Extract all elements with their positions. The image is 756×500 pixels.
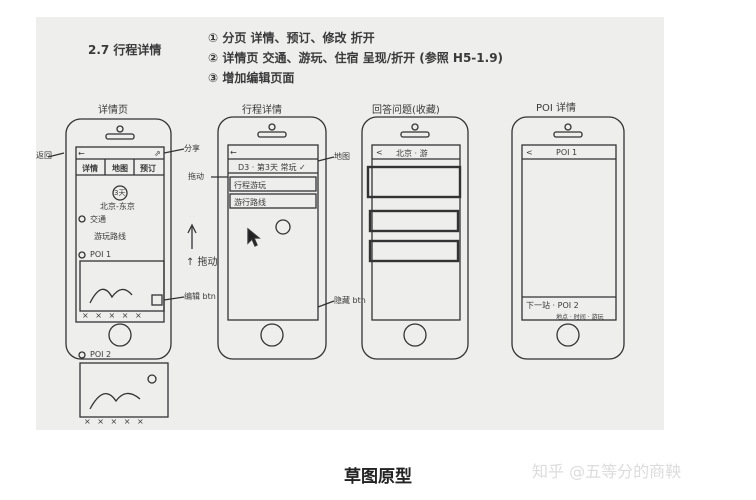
qa-header: 北京 · 游 bbox=[396, 149, 428, 158]
callout-share: 分享 bbox=[184, 144, 200, 153]
callout-edit: 编辑 btn bbox=[184, 292, 216, 301]
detail-bottom-marks: × × × × × bbox=[82, 311, 144, 320]
day-badge: 3天 bbox=[114, 189, 126, 197]
share-icon: ⇗ bbox=[154, 149, 161, 158]
item-route: 游玩路线 bbox=[94, 232, 126, 241]
poi1-label: POI 1 bbox=[90, 250, 112, 259]
tab-map: 地图 bbox=[112, 164, 128, 173]
trip-back-icon: ← bbox=[230, 148, 237, 157]
screen-title-poi: POI 详情 bbox=[536, 103, 577, 114]
screen-title-detail: 详情页 bbox=[98, 105, 128, 116]
screen-title-qa: 回答问题(收藏) bbox=[372, 105, 440, 116]
phone-qa-favorites bbox=[361, 116, 469, 360]
tab-detail: 详情 bbox=[82, 164, 98, 173]
watermark: 知乎 @五等分的商鞅 bbox=[532, 462, 682, 481]
phone-detail bbox=[47, 118, 185, 360]
sketch-paper: 2.7 行程详情 ① 分页 详情、预订、修改 折开 ② 详情页 交通、游玩、住宿… bbox=[36, 17, 664, 430]
phone-poi-detail bbox=[511, 116, 625, 360]
trip-header: D3 · 第3天 常玩 ✓ bbox=[238, 163, 306, 172]
section-title: 2.7 行程详情 bbox=[88, 43, 162, 57]
qa-back-icon: < bbox=[376, 148, 383, 157]
tab-booking: 预订 bbox=[140, 164, 156, 173]
poi2-label: POI 2 bbox=[90, 350, 112, 359]
poi-footer: 下一站 · POI 2 bbox=[526, 301, 579, 310]
screen-title-trip: 行程详情 bbox=[242, 105, 282, 116]
scroll-note: ↑ 拖动 bbox=[186, 257, 218, 268]
poi2-card bbox=[78, 351, 169, 418]
note-2: ② 详情页 交通、游玩、住宿 呈现/折开 (参照 H5-1.9) bbox=[208, 51, 504, 65]
back-icon: ← bbox=[78, 149, 85, 158]
route-date: 北京-东京 bbox=[100, 202, 135, 211]
poi-footer-small: 地点 · 时间 · 游玩 bbox=[556, 314, 604, 321]
poi2-bottom-marks: × × × × × bbox=[84, 417, 146, 426]
note-1: ① 分页 详情、预订、修改 折开 bbox=[208, 31, 375, 45]
image-caption: 草图原型 bbox=[344, 467, 412, 487]
callout-back: 返回 bbox=[36, 151, 52, 160]
poi-header: POI 1 bbox=[556, 148, 578, 157]
trip-callout-bottom: 隐藏 btn bbox=[334, 296, 366, 305]
trip-item-1: 行程游玩 bbox=[234, 181, 266, 190]
item-transport: 交通 bbox=[90, 215, 106, 224]
trip-callout-left: 拖动 bbox=[188, 172, 204, 181]
sketch-drawing bbox=[47, 116, 625, 418]
note-3: ③ 增加编辑页面 bbox=[208, 71, 295, 85]
poi-back-icon: < bbox=[526, 148, 533, 157]
trip-item-2: 游行路线 bbox=[234, 198, 266, 207]
trip-callout-right: 地图 bbox=[334, 152, 350, 161]
phone-trip-detail bbox=[211, 116, 335, 360]
